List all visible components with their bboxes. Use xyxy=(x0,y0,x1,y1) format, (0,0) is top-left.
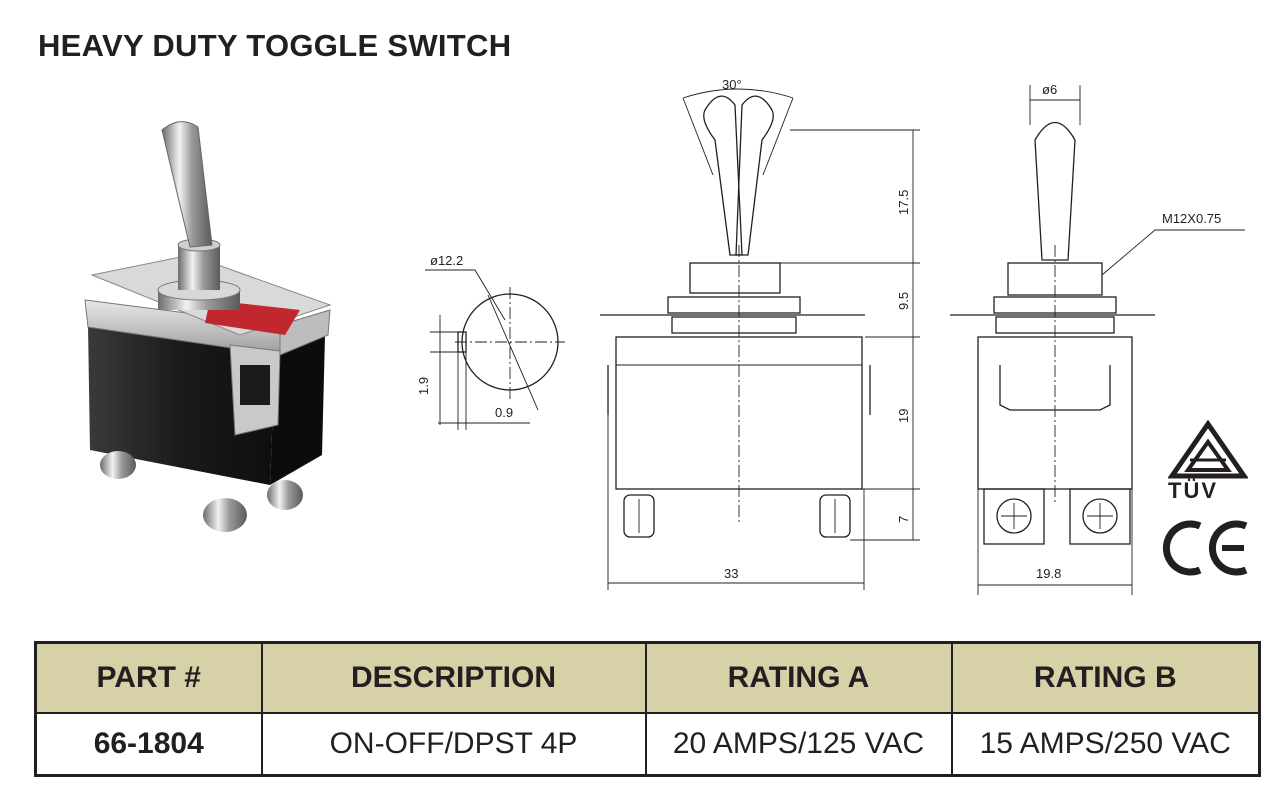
table-header-row: PART # DESCRIPTION RATING A RATING B xyxy=(34,641,1261,714)
tuv-mark: TÜV xyxy=(1168,478,1218,503)
cell-rating-b: 15 AMPS/250 VAC xyxy=(950,712,1261,777)
hole-dia-label: ø12.2 xyxy=(430,253,463,268)
header-description: DESCRIPTION xyxy=(260,641,647,714)
table-row: 66-1804 ON-OFF/DPST 4P 20 AMPS/125 VAC 1… xyxy=(34,712,1261,777)
key-height-label: 1.9 xyxy=(416,377,431,395)
body-length-label: 33 xyxy=(724,566,738,581)
spec-table: PART # DESCRIPTION RATING A RATING B 66-… xyxy=(34,641,1261,777)
tuv-triangle-icon xyxy=(1168,420,1248,479)
technical-drawing: ø12.2 1.9 0.9 30° xyxy=(416,77,1245,595)
header-part: PART # xyxy=(34,641,263,714)
cell-description: ON-OFF/DPST 4P xyxy=(260,712,647,777)
terminal-height-label: 7 xyxy=(896,516,911,523)
side-view: ø6 M12X0.75 19.8 xyxy=(950,82,1245,595)
angle-label: 30° xyxy=(722,77,742,92)
page-title: HEAVY DUTY TOGGLE SWITCH xyxy=(38,28,512,63)
lever-length-label: 17.5 xyxy=(896,190,911,215)
key-width-label: 0.9 xyxy=(495,405,513,420)
cell-part-number: 66-1804 xyxy=(34,712,263,777)
switch-photo xyxy=(84,121,332,532)
body-width-label: 19.8 xyxy=(1036,566,1061,581)
bushing-height-label: 9.5 xyxy=(896,292,911,310)
header-rating-a: RATING A xyxy=(644,641,953,714)
thread-label: M12X0.75 xyxy=(1162,211,1221,226)
header-rating-b: RATING B xyxy=(950,641,1261,714)
ce-mark-icon xyxy=(1162,520,1248,576)
lever-dia-label: ø6 xyxy=(1042,82,1057,97)
front-view: 30° 17.5 9.5 19 7 33 xyxy=(600,77,920,590)
hole-detail: ø12.2 1.9 0.9 xyxy=(416,253,565,430)
cell-rating-a: 20 AMPS/125 VAC xyxy=(644,712,953,777)
body-height-label: 19 xyxy=(896,409,911,423)
